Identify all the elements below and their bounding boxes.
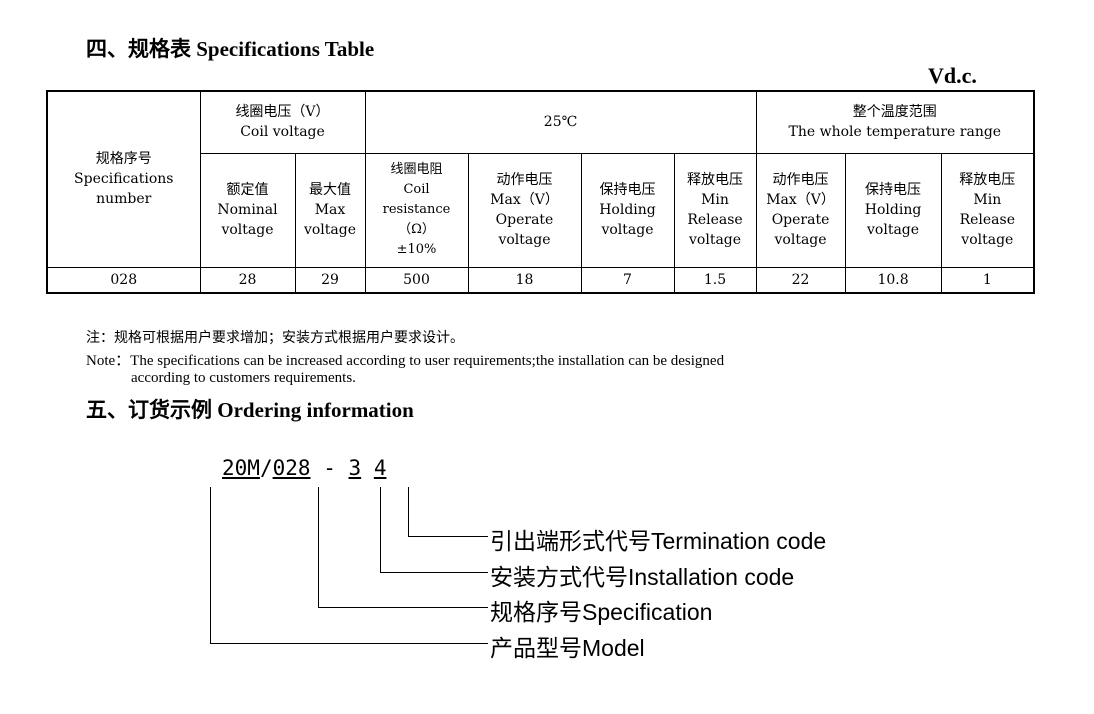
code-termination: 4 — [373, 456, 387, 480]
connector-termination-vertical — [408, 487, 409, 537]
connector-termination-horizontal — [408, 536, 488, 537]
cell-release-25: 1.5 — [673, 266, 757, 294]
note-chinese: 注：规格可根据用户要求增加；安装方式根据用户要求设计。 — [86, 330, 464, 346]
cell-operate-whole: 22 — [755, 266, 846, 294]
code-model: 20M — [222, 456, 260, 480]
cell-nominal: 28 — [199, 266, 296, 294]
header-release-whole: 释放电压 Min Release voltage — [940, 152, 1036, 268]
header-operate-whole: 动作电压 Max（V） Operate voltage — [755, 152, 846, 268]
cell-operate-25: 18 — [467, 266, 582, 294]
header-25c: 25℃ — [364, 90, 757, 154]
connector-specification-vertical — [318, 487, 319, 608]
connector-model-vertical — [210, 487, 211, 644]
connector-model-horizontal — [210, 643, 488, 644]
code-spec: 028 — [272, 456, 311, 480]
note-english-line2: according to customers requirements. — [131, 370, 356, 386]
header-coil-voltage: 线圈电压（V） Coil voltage — [199, 90, 366, 154]
spec-table-title: 四、规格表 Specifications Table — [86, 37, 375, 61]
cell-max: 29 — [294, 266, 366, 294]
label-model: 产品型号Model — [490, 635, 645, 661]
connector-installation-horizontal — [380, 572, 488, 573]
label-installation-code: 安装方式代号Installation code — [490, 564, 795, 590]
header-row-2: 额定值 Nominal voltage 最大值 Max voltage 线圈电阻… — [47, 152, 1036, 268]
code-dash: - — [323, 456, 336, 480]
header-operate-25: 动作电压 Max（V） Operate voltage — [467, 152, 582, 268]
code-install: 3 — [348, 456, 362, 480]
header-holding-whole: 保持电压 Holding voltage — [844, 152, 942, 268]
ordering-title: 五、订货示例 Ordering information — [86, 398, 414, 422]
header-whole-range: 整个温度范围 The whole temperature range — [755, 90, 1036, 154]
cell-holding-25: 7 — [580, 266, 675, 294]
ordering-code: 20M/028 - 3 4 — [222, 456, 386, 480]
code-slash: / — [259, 456, 273, 480]
header-spec-number: 规格序号 Specifications number — [46, 90, 201, 268]
label-termination-code: 引出端形式代号Termination code — [490, 528, 827, 554]
connector-installation-vertical — [380, 487, 381, 573]
connector-specification-horizontal — [318, 607, 488, 608]
header-row-1: 规格序号 Specifications number 线圈电压（V） Coil … — [46, 90, 1036, 268]
unit-label: Vd.c. — [928, 63, 977, 88]
header-nominal: 额定值 Nominal voltage — [199, 152, 296, 268]
header-release-25: 释放电压 Min Release voltage — [673, 152, 757, 268]
cell-release-whole: 1 — [940, 266, 1036, 294]
cell-holding-whole: 10.8 — [844, 266, 942, 294]
header-max: 最大值 Max voltage — [294, 152, 366, 268]
label-specification: 规格序号Specification — [490, 599, 713, 625]
header-holding-25: 保持电压 Holding voltage — [580, 152, 675, 268]
note-english-line1: Note：The specifications can be increased… — [86, 353, 725, 369]
cell-spec-number: 028 — [46, 266, 201, 294]
table-row: 028 28 29 500 18 7 1.5 22 10.8 1 — [46, 266, 1036, 294]
specifications-table: 规格序号 Specifications number 线圈电压（V） Coil … — [46, 90, 1036, 294]
header-coil-resistance: 线圈电阻 Coil resistance（Ω） ±10% — [364, 152, 469, 268]
cell-coil-resistance: 500 — [364, 266, 469, 294]
